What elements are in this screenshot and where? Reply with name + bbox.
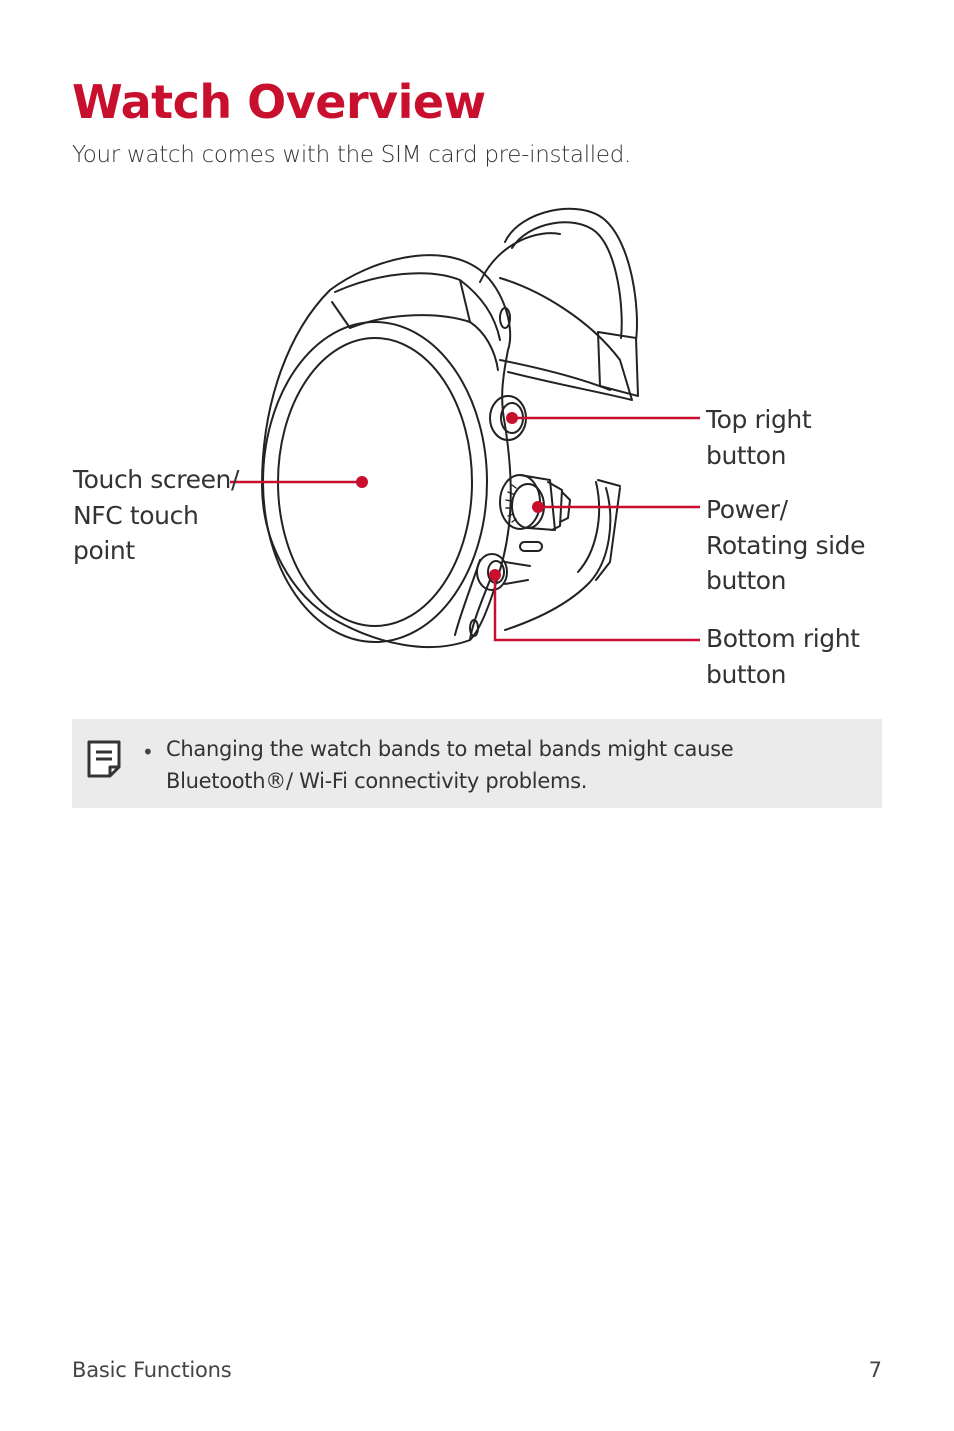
callout-top-right-button: Top right button bbox=[706, 405, 812, 470]
bottom-right-button-point bbox=[489, 569, 501, 581]
intro-text: Your watch comes with the SIM card pre-i… bbox=[72, 142, 632, 168]
note-box: • Changing the watch bands to metal band… bbox=[72, 719, 882, 808]
watch-figure: Touch screen/ NFC touch point Top right … bbox=[0, 200, 954, 700]
callout-touch-screen: Touch screen/ NFC touch point bbox=[73, 465, 240, 565]
callout-bottom-right-button: Bottom right button bbox=[706, 624, 860, 689]
page-title: Watch Overview bbox=[72, 75, 486, 129]
footer-section-title: Basic Functions bbox=[72, 1358, 232, 1382]
power-button-point bbox=[532, 501, 544, 513]
footer-page-number: 7 bbox=[868, 1358, 882, 1382]
touch-screen-point bbox=[356, 476, 368, 488]
note-icon bbox=[87, 740, 121, 778]
top-right-button-point bbox=[506, 412, 518, 424]
callout-power-button: Power/ Rotating side button bbox=[706, 495, 866, 595]
note-bullet: • bbox=[142, 740, 154, 764]
note-text: Changing the watch bands to metal bands … bbox=[166, 737, 734, 793]
watch-illustration bbox=[230, 207, 700, 649]
